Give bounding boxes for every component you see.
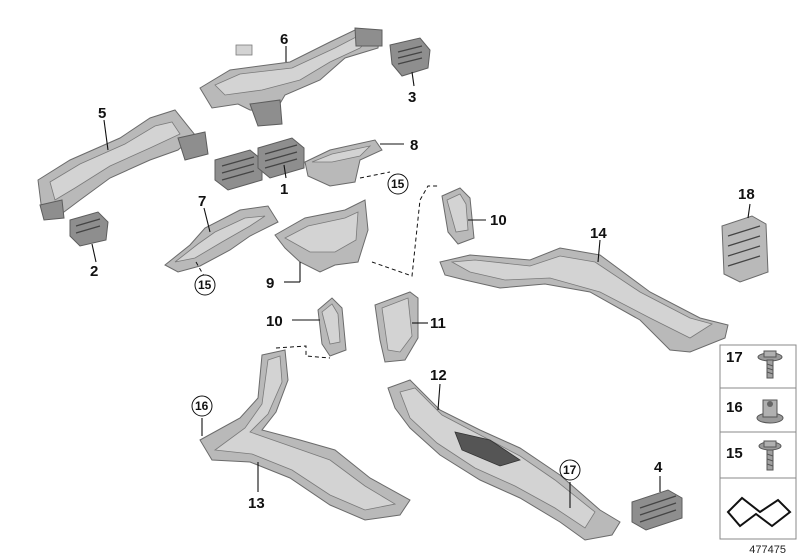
part-labels: 6 3 5 1 2 8 7 10 14 18 9 10 11 12 13 4	[90, 31, 755, 512]
legend-number-17: 17	[726, 349, 743, 366]
circled-refs: 15 15 16 17	[191, 173, 581, 481]
part-3-vent	[389, 37, 431, 77]
part-6-duct	[199, 27, 383, 127]
part-2-vent	[69, 211, 109, 247]
part-7-duct	[164, 205, 279, 273]
part-14-duct	[439, 247, 729, 353]
part-label-4: 4	[654, 459, 663, 476]
part-label-1: 1	[280, 181, 288, 198]
fastener-legend: 17 16 15	[719, 344, 797, 540]
part-label-6: 6	[280, 31, 288, 48]
part-label-3: 3	[408, 89, 416, 106]
part-label-18: 18	[738, 186, 755, 203]
part-label-7: 7	[198, 193, 206, 210]
diagram-id: 477475	[749, 544, 786, 556]
circled-ref-16: 16	[195, 399, 209, 413]
screw-with-washer-icon	[757, 350, 783, 379]
part-11-duct	[374, 291, 419, 363]
screw-icon	[758, 440, 782, 471]
leader-lines	[91, 46, 751, 508]
part-label-13: 13	[248, 495, 265, 512]
direction-arrow-icon	[726, 496, 792, 528]
part-4-vent	[631, 489, 683, 531]
part-10-upper-duct	[441, 187, 475, 245]
legend-number-15: 15	[726, 445, 743, 462]
part-label-9: 9	[266, 275, 274, 292]
part-label-11: 11	[430, 315, 446, 332]
dashed-connectors	[195, 171, 438, 359]
part-5-duct	[37, 109, 209, 221]
circled-ref-15-lower: 15	[198, 278, 212, 292]
legend-number-16: 16	[726, 399, 743, 416]
part-18-grille	[721, 215, 769, 283]
part-8-duct	[304, 139, 383, 187]
part-label-10-upper: 10	[490, 212, 507, 229]
part-12-duct	[387, 379, 621, 541]
part-label-2: 2	[90, 263, 98, 280]
circled-ref-15-upper: 15	[391, 177, 405, 191]
part-label-5: 5	[98, 105, 106, 122]
part-label-8: 8	[410, 137, 418, 154]
clip-nut-icon	[756, 399, 784, 424]
part-label-14: 14	[590, 225, 607, 242]
part-1-vents	[214, 137, 305, 191]
part-9-duct	[274, 199, 369, 273]
part-label-10-lower: 10	[266, 313, 283, 330]
part-label-12: 12	[430, 367, 447, 384]
part-13-duct	[199, 349, 411, 521]
part-10-lower-duct	[317, 297, 347, 357]
circled-ref-17: 17	[563, 463, 577, 477]
